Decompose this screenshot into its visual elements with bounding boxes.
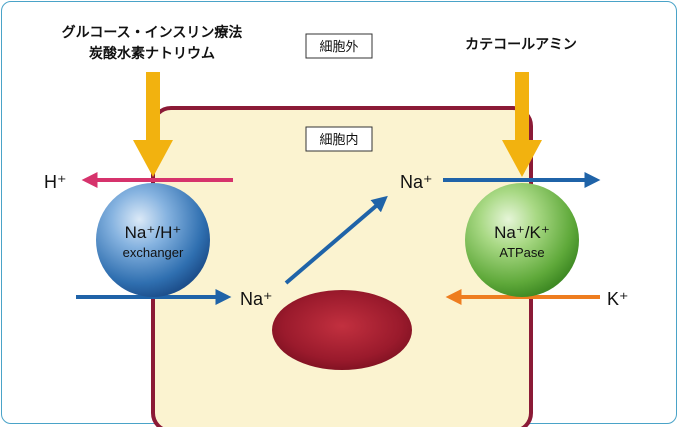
inside-label-box xyxy=(305,126,373,152)
na-plus-diagonal-arrow xyxy=(284,195,388,285)
na-k-atpase-line2: ATPase xyxy=(499,245,544,260)
nucleus xyxy=(272,290,412,370)
right-treatment-label: カテコールアミン xyxy=(465,37,577,53)
na-k-atpase-sphere xyxy=(465,183,579,297)
outside-label: 細胞外 xyxy=(319,40,358,55)
outside-label-box xyxy=(305,33,373,59)
left-treatment-line1: グルコース・インスリン療法 xyxy=(62,24,243,41)
na-h-exchanger-line2: exchanger xyxy=(123,245,184,260)
na-plus-inner-label: Na⁺ xyxy=(240,289,273,309)
na-h-exchanger-line1: Na⁺/H⁺ xyxy=(125,223,182,242)
inside-label: 細胞内 xyxy=(319,132,358,148)
na-k-atpase-line1: Na⁺/K⁺ xyxy=(494,223,550,242)
na-plus-top-label: Na⁺ xyxy=(400,172,433,192)
left-treatment-arrow xyxy=(133,72,173,177)
left-treatment-line2: 炭酸水素ナトリウム xyxy=(89,45,215,62)
right-treatment-arrow xyxy=(502,72,542,177)
k-plus-label: K⁺ xyxy=(607,289,629,309)
na-h-exchanger-sphere xyxy=(96,183,210,297)
h-plus-label: H⁺ xyxy=(44,172,67,192)
